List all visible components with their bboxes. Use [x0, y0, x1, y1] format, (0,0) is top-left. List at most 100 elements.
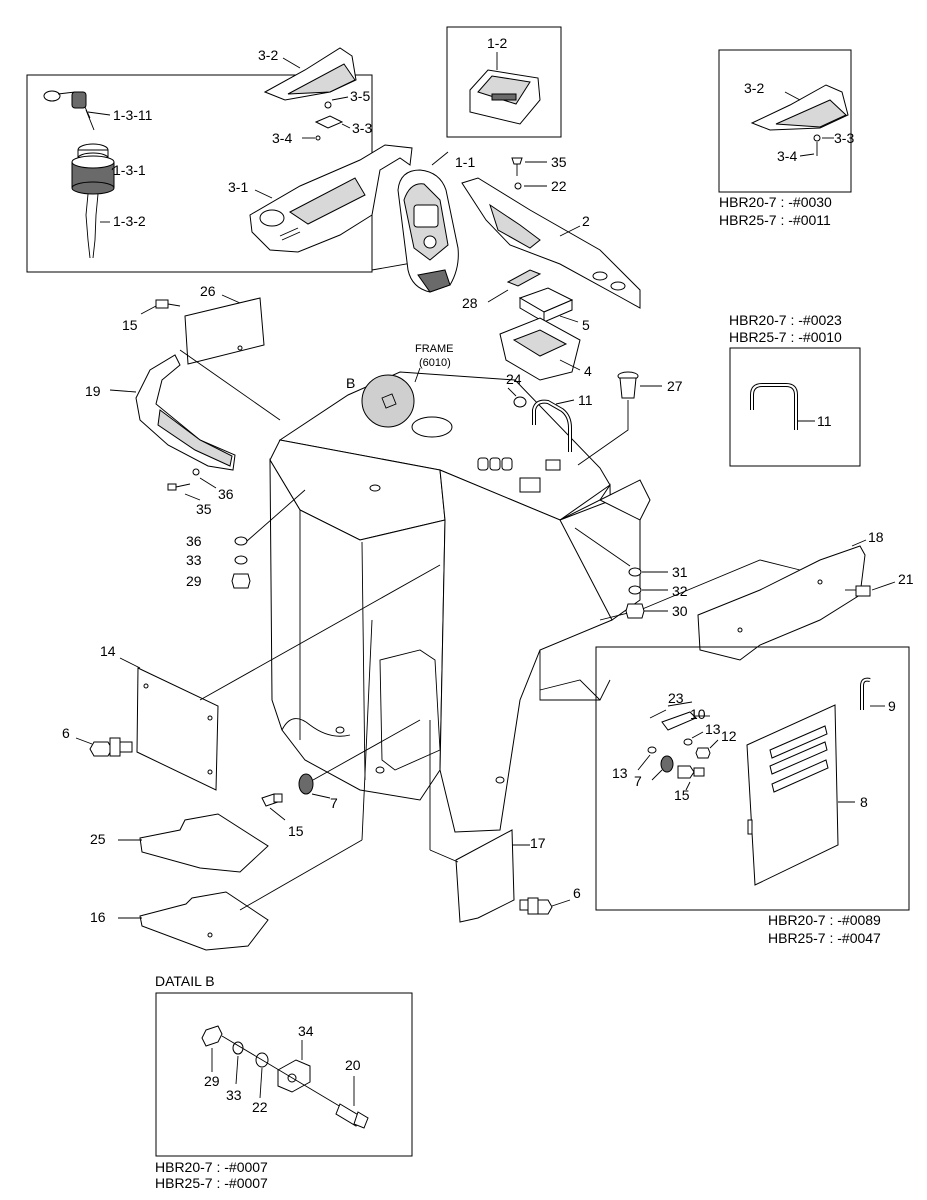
label-29-stack: 29: [186, 573, 202, 589]
label-33-stack: 33: [186, 552, 202, 568]
label-33-detail: 33: [226, 1087, 242, 1103]
part-5-pad: 5: [518, 287, 590, 333]
part-15-bolt-lower: 15: [261, 793, 304, 839]
key-switch-inset: 1-3-11 1-3-1 1-3-2: [26, 74, 373, 273]
part-35-screw: 35 22: [511, 154, 567, 194]
label-3-4-variant: 3-4: [777, 148, 797, 164]
label-2: 2: [582, 213, 590, 229]
part-36-washer-top: 36: [192, 468, 234, 502]
label-27: 27: [667, 378, 683, 394]
label-24: 24: [506, 371, 522, 387]
label-21: 21: [898, 571, 914, 587]
rear-cover-inset: 23 10 13 13 12 7 15: [595, 646, 910, 946]
label-32: 32: [672, 583, 688, 599]
label-5: 5: [582, 317, 590, 333]
part-15-bolt-right: 15: [674, 765, 705, 803]
label-31: 31: [672, 564, 688, 580]
label-13-a: 13: [705, 721, 721, 737]
label-20: 20: [345, 1057, 361, 1073]
label-30: 30: [672, 603, 688, 619]
part-15-bolt-left: 15: [122, 299, 181, 333]
part-3-3-bracket: 3-5 3-3 3-4: [272, 88, 372, 146]
callout-handle-line1: HBR20-7 : -#0023: [729, 312, 842, 328]
label-1-3-11: 1-3-11: [113, 107, 153, 123]
label-36-top: 36: [218, 486, 234, 502]
label-22-detail: 22: [252, 1099, 268, 1115]
part-25-floor-mat: 25: [90, 813, 269, 873]
handle-variant-inset: HBR20-7 : -#0023 HBR25-7 : -#0010 11: [729, 312, 861, 467]
label-26: 26: [200, 283, 216, 299]
gauge-inset: 1-2: [446, 26, 562, 138]
label-12: 12: [721, 728, 737, 744]
part-3-1-panel: 3-1: [228, 144, 413, 253]
label-3-3: 3-3: [352, 120, 372, 136]
label-3-4: 3-4: [272, 130, 292, 146]
part-27-sleeve: 27: [577, 371, 683, 466]
label-B: B: [346, 375, 355, 391]
key-switch-drawing: [71, 143, 115, 259]
callout-cover-line2: HBR25-7 : -#0047: [768, 930, 881, 946]
callout-detail-line1: HBR20-7 : -#0007: [155, 1159, 268, 1175]
detail-29-nut: 29: [201, 1025, 223, 1089]
label-3-3-variant: 3-3: [834, 130, 854, 146]
label-29-detail: 29: [204, 1073, 220, 1089]
label-16: 16: [90, 909, 106, 925]
label-34: 34: [298, 1023, 314, 1039]
detail-b-marker: B FRAME (6010): [346, 343, 454, 428]
label-7-right: 7: [634, 773, 642, 789]
frame-label-name: FRAME: [415, 343, 454, 355]
callout-top-right-line2: HBR25-7 : -#0011: [719, 212, 831, 228]
frame-slots: [477, 457, 513, 471]
callout-detail-line2: HBR25-7 : -#0007: [155, 1175, 268, 1191]
label-3-1: 3-1: [228, 179, 248, 195]
callout-cover-line1: HBR20-7 : -#0089: [768, 912, 881, 928]
part-10-bracket: 10: [661, 706, 710, 731]
part-12-nut: 12: [695, 728, 737, 759]
detail-b-title: DATAIL B: [155, 973, 215, 989]
part-35-bolt-left: 35: [167, 483, 212, 517]
label-28: 28: [462, 295, 478, 311]
part-2-side-panel: 2: [461, 177, 641, 309]
hardware-stack-left: 36 33 29: [186, 489, 306, 589]
gauge-drawing: [469, 69, 541, 125]
part-3-2-cover: 3-2: [258, 47, 357, 101]
detail-33-washer: 33: [226, 1041, 244, 1103]
label-3-2-variant: 3-2: [744, 80, 764, 96]
label-8: 8: [860, 794, 868, 810]
part-21-bolt: 21: [845, 571, 914, 597]
callout-handle-line2: HBR25-7 : -#0010: [729, 329, 842, 345]
detail-34-bracket: 34: [277, 1023, 314, 1093]
part-26-plate: 26: [184, 283, 265, 365]
label-17: 17: [530, 835, 546, 851]
label-11: 11: [578, 392, 593, 408]
hardware-stack-right: 31 32 30: [574, 527, 688, 619]
label-9: 9: [888, 698, 896, 714]
part-13-washers: 13 13: [612, 721, 721, 781]
label-35-top: 35: [551, 154, 567, 170]
part-24-grommet: 24: [506, 371, 527, 408]
label-3-2: 3-2: [258, 47, 278, 63]
label-15-lower: 15: [288, 823, 304, 839]
detail-b-inset: DATAIL B 29 33 22 34 20: [155, 973, 413, 1191]
label-1-1: 1-1: [455, 154, 475, 170]
label-25: 25: [90, 831, 106, 847]
label-15-right: 15: [674, 787, 690, 803]
label-6-left: 6: [62, 725, 70, 741]
part-6-bolt-right: 6: [519, 885, 581, 915]
detail-20-screw: 20: [335, 1057, 369, 1129]
part-19-guard: 19: [85, 354, 236, 471]
label-19: 19: [85, 383, 101, 399]
label-6-right: 6: [573, 885, 581, 901]
part-6-bolt-left: 6: [62, 725, 133, 757]
label-23: 23: [668, 690, 684, 706]
detail-22-washer: 22: [252, 1052, 269, 1115]
frame-body: [269, 371, 801, 833]
label-22-top: 22: [551, 178, 567, 194]
part-16-floor-plate: 16: [90, 619, 373, 951]
label-1-2: 1-2: [487, 35, 507, 51]
label-18: 18: [868, 529, 884, 545]
label-35-left: 35: [196, 501, 212, 517]
part-17-panel: 17: [429, 720, 546, 923]
label-1-3-1: 1-3-1: [113, 162, 146, 178]
